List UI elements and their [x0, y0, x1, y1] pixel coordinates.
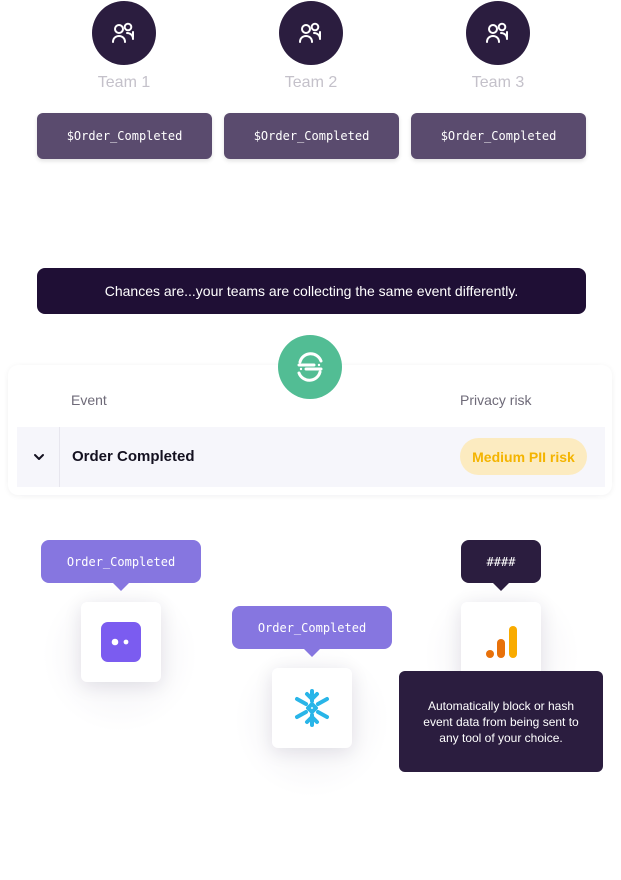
team-icon — [299, 22, 321, 43]
team-2-label: Team 2 — [284, 74, 338, 91]
privacy-risk-badge: Medium PII risk — [460, 438, 587, 475]
expand-row-button[interactable] — [30, 449, 48, 465]
destination-2-card[interactable] — [272, 668, 352, 748]
destination-3-card[interactable] — [461, 602, 541, 682]
callout-label: Order_Completed — [66, 554, 176, 569]
column-header-privacy-risk: Privacy risk — [460, 392, 532, 408]
team-2-event-chip: $Order_Completed — [224, 113, 399, 159]
callout-label: #### — [486, 554, 516, 569]
callout-tail — [112, 582, 130, 591]
chevron-down-icon — [34, 454, 44, 460]
team-3-label: Team 3 — [471, 74, 525, 91]
team-icon — [112, 22, 134, 43]
row-divider — [59, 427, 60, 487]
segment-logo — [278, 335, 342, 399]
destination-1-card[interactable] — [81, 602, 161, 682]
event-name: Order Completed — [72, 448, 195, 465]
destination-1-callout: Order_Completed — [41, 540, 201, 591]
team-icon — [486, 22, 508, 43]
team-1-label: Team 1 — [97, 74, 151, 91]
destination-2-callout: Order_Completed — [232, 606, 392, 657]
callout-tail — [492, 582, 510, 591]
team-3-avatar — [466, 1, 530, 65]
callout-tail — [303, 648, 321, 657]
analytics-bars-icon — [486, 626, 517, 658]
team-1-event-chip: $Order_Completed — [37, 113, 212, 159]
info-box: Automatically block or hash event data f… — [399, 671, 603, 772]
column-header-event: Event — [71, 392, 107, 408]
destination-3-callout: #### — [461, 540, 541, 591]
segment-logo-icon — [297, 352, 323, 382]
snowflake-icon — [295, 689, 329, 727]
insight-banner: Chances are...your teams are collecting … — [37, 268, 586, 314]
team-2-avatar — [279, 1, 343, 65]
team-1-avatar — [92, 1, 156, 65]
dots-app-icon — [101, 622, 141, 662]
callout-label: Order_Completed — [257, 620, 367, 635]
team-3-event-chip: $Order_Completed — [411, 113, 586, 159]
